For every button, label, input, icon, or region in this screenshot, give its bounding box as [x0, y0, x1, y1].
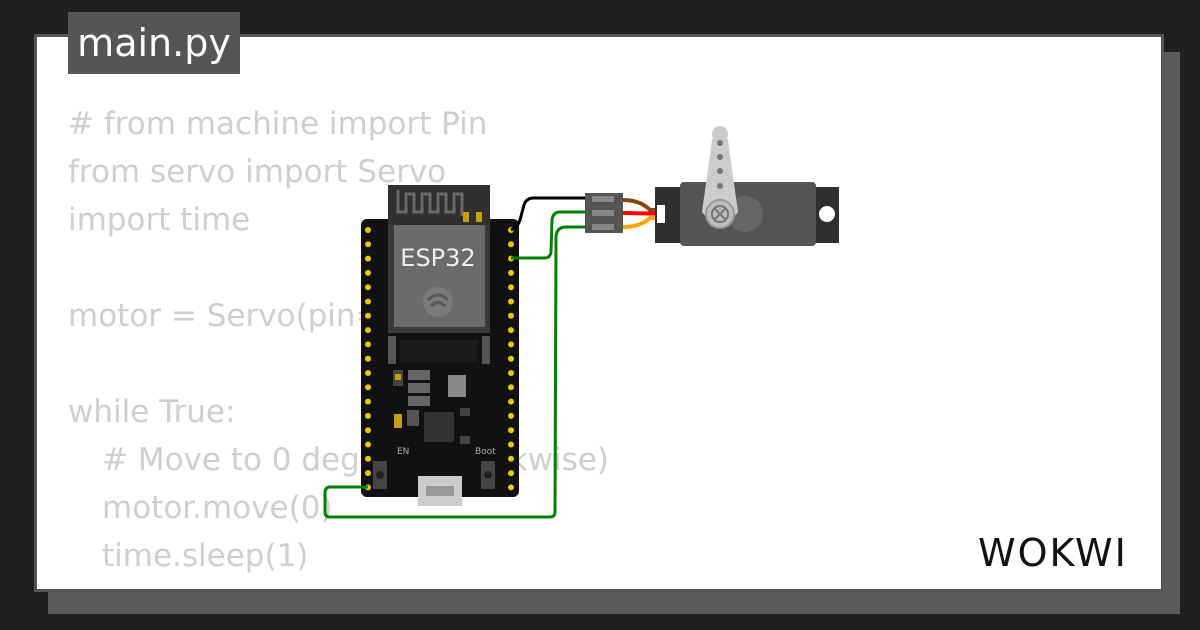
header-pin[interactable] — [365, 370, 371, 376]
header-pin[interactable] — [365, 384, 371, 391]
header-pin[interactable] — [365, 298, 371, 305]
header-pin[interactable] — [365, 412, 371, 419]
header-pin[interactable] — [365, 441, 371, 448]
header-pin[interactable] — [365, 398, 371, 405]
header-pin[interactable] — [365, 327, 371, 334]
header-pin[interactable] — [365, 284, 371, 291]
code-line: from servo import Servo — [68, 154, 447, 190]
header-pin[interactable] — [508, 384, 514, 391]
header-pin[interactable] — [365, 269, 371, 276]
header-pin[interactable] — [508, 355, 514, 362]
code-line: motor.move(0) — [102, 490, 333, 526]
header-pin[interactable] — [508, 341, 514, 348]
header-pin[interactable] — [365, 241, 371, 248]
header-pin[interactable] — [508, 370, 514, 376]
header-pin[interactable] — [365, 470, 371, 477]
header-pin[interactable] — [508, 241, 514, 248]
header-pin[interactable] — [365, 312, 371, 319]
header-pin[interactable] — [508, 398, 514, 405]
wire-signal[interactable] — [323, 225, 588, 519]
header-pin[interactable] — [508, 412, 514, 419]
code-line: while True: — [68, 394, 236, 430]
en-label: EN — [397, 447, 409, 457]
header-pin[interactable] — [365, 455, 371, 462]
header-pin[interactable] — [508, 470, 514, 477]
header-pin[interactable] — [365, 255, 371, 262]
board-label: ESP32 — [400, 244, 475, 272]
header-pin[interactable] — [508, 284, 514, 291]
preview-card — [34, 34, 1164, 592]
code-line: # from machine import Pin — [68, 106, 488, 142]
header-pin[interactable] — [365, 341, 371, 348]
header-pin[interactable] — [508, 441, 514, 448]
servo-motor[interactable] — [655, 126, 839, 246]
header-pin[interactable] — [508, 455, 514, 462]
espressif-logo — [423, 287, 453, 317]
boot-label: Boot — [475, 447, 496, 457]
code-line: time.sleep(1) — [102, 538, 309, 574]
header-pin[interactable] — [365, 227, 371, 233]
header-pin[interactable] — [508, 427, 514, 434]
header-pin[interactable] — [508, 484, 514, 491]
esp32-board[interactable]: ESP32 EN Boot — [361, 185, 519, 506]
header-pin[interactable] — [508, 298, 514, 305]
svg-text:WOKWI: WOKWI — [978, 531, 1128, 575]
header-pin[interactable] — [508, 269, 514, 276]
header-pin[interactable] — [365, 427, 371, 434]
wire-gnd[interactable] — [510, 196, 588, 232]
header-pin[interactable] — [508, 327, 514, 334]
wire-vcc[interactable] — [511, 210, 588, 260]
filename-tab[interactable]: main.py — [68, 12, 240, 74]
wokwi-logo: WOKWI — [978, 531, 1128, 575]
header-pin[interactable] — [365, 355, 371, 362]
code-line: import time — [68, 202, 251, 238]
header-pin[interactable] — [508, 312, 514, 319]
